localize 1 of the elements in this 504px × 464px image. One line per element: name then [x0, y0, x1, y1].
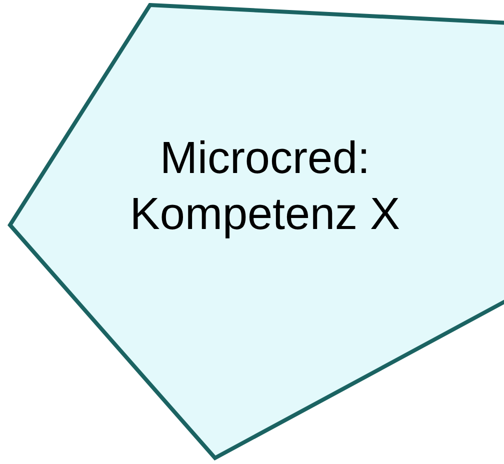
node-label: Microcred: Kompetenz X: [128, 131, 402, 241]
